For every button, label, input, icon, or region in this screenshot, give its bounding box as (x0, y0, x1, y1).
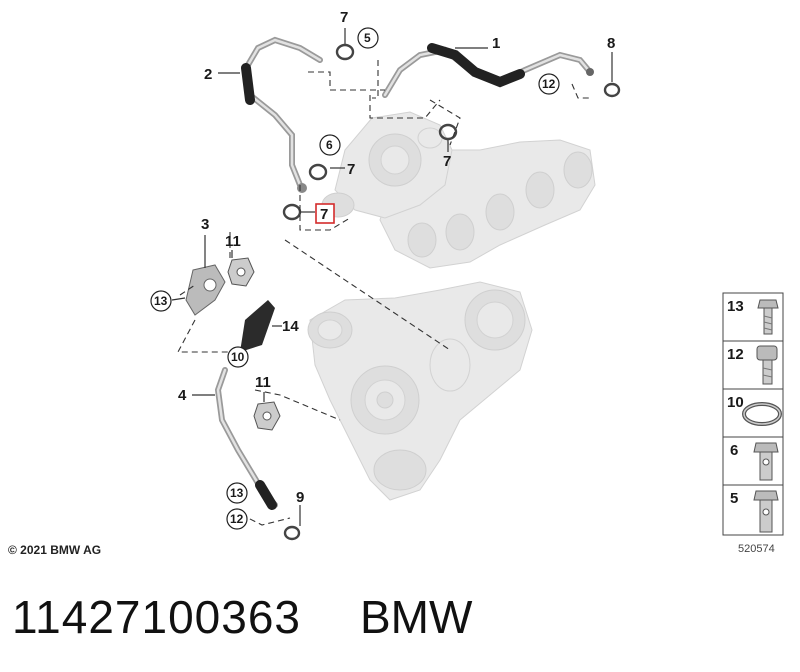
callout-12-lower: 12 (230, 512, 244, 526)
fastener-legend: 13 12 10 6 (722, 292, 784, 536)
callout-12-upper: 12 (542, 77, 556, 91)
callout-8: 8 (607, 35, 615, 52)
callout-4: 4 (178, 387, 187, 404)
callout-2: 2 (204, 66, 212, 83)
callouts: 1 2 3 4 5 6 7 7 7 7 8 9 10 11 11 12 12 1… (150, 9, 615, 530)
banjo-bolt-icon (753, 442, 779, 481)
part-1-coolant-line (382, 43, 594, 98)
callout-11-lower: 11 (255, 374, 271, 391)
callout-7-middle: 7 (347, 161, 355, 178)
callout-6: 6 (326, 138, 333, 152)
part-14-hose (240, 300, 275, 352)
brand-name: BMW (360, 591, 473, 643)
callout-1: 1 (492, 35, 500, 52)
sealing-rings (282, 43, 621, 541)
callout-13-lower: 13 (230, 486, 244, 500)
copyright-notice: © 2021 BMW AG (8, 543, 102, 557)
part-4-oil-return-line (214, 367, 278, 510)
callout-7-top: 7 (340, 9, 348, 26)
callout-5: 5 (364, 31, 371, 45)
legend-row-5: 5 (730, 490, 779, 533)
part-number: 11427100363 (12, 591, 301, 643)
legend-row-10: 10 (727, 394, 782, 426)
banjo-bolt-long-icon (753, 490, 779, 533)
legend-row-6: 6 (730, 442, 779, 481)
callout-7-highlighted: 7 (320, 206, 328, 223)
part-11-gasket-lower (253, 401, 281, 431)
svg-text:6: 6 (730, 442, 738, 459)
part-3-flange (185, 264, 226, 316)
upper-turbo-ghost (321, 111, 453, 219)
highlight-box (315, 203, 335, 224)
svg-text:12: 12 (727, 346, 744, 363)
svg-text:13: 13 (727, 298, 744, 315)
callout-3: 3 (201, 216, 209, 233)
legend-row-13: 13 (727, 298, 779, 335)
svg-text:5: 5 (730, 490, 738, 507)
socket-screw-icon (756, 345, 778, 385)
leader-lines (171, 28, 613, 526)
part-11-gasket-upper (227, 257, 255, 287)
callout-10: 10 (231, 350, 245, 364)
part-2-oil-feed-line (241, 36, 323, 193)
hose-clamp-icon (742, 402, 782, 426)
parts-diagram: 1 2 3 4 5 6 7 7 7 7 8 9 10 11 11 12 12 1… (150, 9, 784, 541)
diagram-number: 520574 (738, 543, 775, 555)
callout-13-upper: 13 (154, 294, 168, 308)
callout-9: 9 (296, 489, 304, 506)
lower-turbo-ghost (307, 281, 533, 501)
hex-bolt-icon (757, 299, 779, 335)
svg-text:10: 10 (727, 394, 744, 411)
legend-row-12: 12 (727, 345, 778, 385)
callout-11-upper: 11 (225, 233, 241, 250)
callout-14: 14 (282, 318, 299, 335)
callout-7-right: 7 (443, 153, 451, 170)
